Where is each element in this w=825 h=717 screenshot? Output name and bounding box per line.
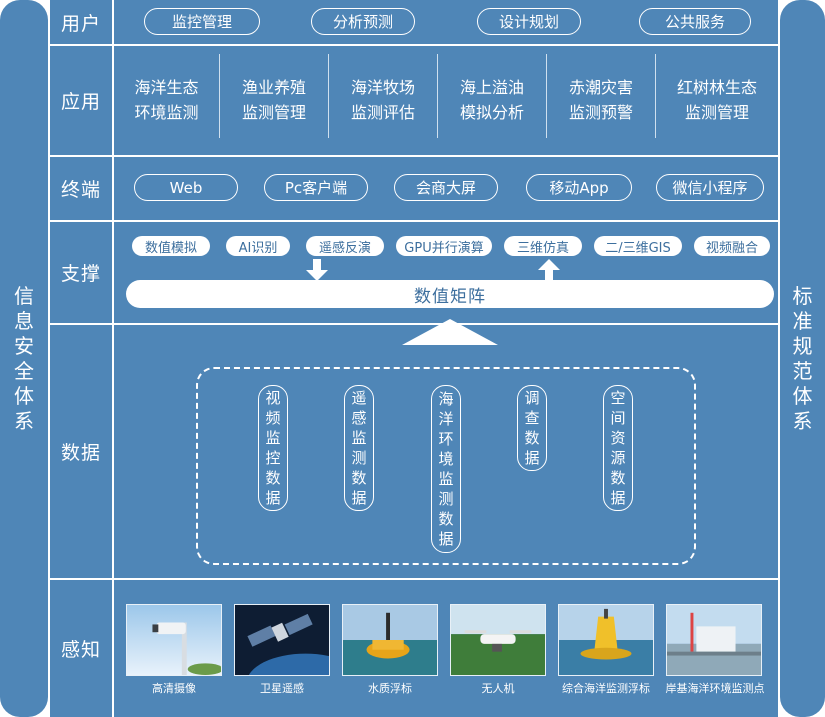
user-pill-public[interactable]: 公共服务 xyxy=(639,8,751,35)
row-perception: 高清摄像 卫星遥感 水质浮标 无人机 综合海洋监测浮标 xyxy=(114,580,778,717)
terminal-wechat-mini[interactable]: 微信小程序 xyxy=(656,174,764,201)
support-chip-gpu[interactable]: GPU并行演算 xyxy=(396,236,492,256)
app-mangrove[interactable]: 红树林生态监测管理 xyxy=(676,78,757,122)
user-pill-analysis[interactable]: 分析预测 xyxy=(311,8,415,35)
data-survey[interactable]: 调查数据 xyxy=(517,385,547,471)
row-label-data: 数据 xyxy=(50,325,112,578)
drone-image xyxy=(450,604,546,676)
integrated-buoy-image xyxy=(558,604,654,676)
row-user: 监控管理 分析预测 设计规划 公共服务 xyxy=(114,0,778,44)
right-side-panel: 标准规范体系 xyxy=(780,0,825,717)
row-label-perception: 感知 xyxy=(50,580,112,717)
water-buoy-image xyxy=(342,604,438,676)
support-chip-remote-inversion[interactable]: 遥感反演 xyxy=(306,236,384,256)
user-pill-design[interactable]: 设计规划 xyxy=(477,8,581,35)
row-data: 视频监控数据 遥感监测数据 海洋环境监测数据 调查数据 空间资源数据 xyxy=(114,319,778,578)
caption-drone: 无人机 xyxy=(481,682,515,695)
row-label-support: 支撑 xyxy=(50,222,112,323)
app-red-tide[interactable]: 赤潮灾害监测预警 xyxy=(568,78,633,122)
data-remote-sensing[interactable]: 遥感监测数据 xyxy=(344,385,374,511)
app-fishery[interactable]: 渔业养殖监测管理 xyxy=(241,78,306,122)
user-pill-monitor[interactable]: 监控管理 xyxy=(144,8,260,35)
terminal-consult-screen[interactable]: 会商大屏 xyxy=(394,174,498,201)
data-video-monitor[interactable]: 视频监控数据 xyxy=(258,385,288,511)
row-label-application: 应用 xyxy=(50,46,112,155)
data-spatial-resource[interactable]: 空间资源数据 xyxy=(603,385,633,511)
support-chip-ai[interactable]: AI识别 xyxy=(226,236,290,256)
standards-label: 标准规范体系 xyxy=(792,283,813,433)
support-chip-video-fusion[interactable]: 视频融合 xyxy=(694,236,770,256)
caption-hd-camera: 高清摄像 xyxy=(152,682,196,695)
terminal-pc-client[interactable]: Pc客户端 xyxy=(264,174,368,201)
terminal-web[interactable]: Web xyxy=(134,174,238,201)
arrow-up-icon xyxy=(538,259,560,281)
support-chip-3d-sim[interactable]: 三维仿真 xyxy=(504,236,582,256)
row-terminal: Web Pc客户端 会商大屏 移动App 微信小程序 xyxy=(114,157,778,220)
support-chip-numeric-sim[interactable]: 数值模拟 xyxy=(132,236,210,256)
app-oil-spill[interactable]: 海上溢油模拟分析 xyxy=(459,78,524,122)
caption-satellite: 卫星遥感 xyxy=(260,682,304,695)
data-dashed-frame xyxy=(196,367,696,565)
left-side-panel: 信息安全体系 xyxy=(0,0,48,717)
row-application: 海洋生态环境监测 渔业养殖监测管理 海洋牧场监测评估 海上溢油模拟分析 赤潮灾害… xyxy=(114,46,778,155)
terminal-mobile-app[interactable]: 移动App xyxy=(526,174,632,201)
row-label-terminal: 终端 xyxy=(50,157,112,220)
row-support: 数值模拟 AI识别 遥感反演 GPU并行演算 三维仿真 二/三维GIS 视频融合… xyxy=(114,222,778,323)
app-marine-ecology[interactable]: 海洋生态环境监测 xyxy=(134,78,199,122)
hd-camera-image xyxy=(126,604,222,676)
app-marine-ranch[interactable]: 海洋牧场监测评估 xyxy=(350,78,415,122)
data-marine-env[interactable]: 海洋环境监测数据 xyxy=(431,385,461,553)
caption-integrated-buoy: 综合海洋监测浮标 xyxy=(562,682,650,695)
info-security-label: 信息安全体系 xyxy=(14,283,34,433)
row-label-user: 用户 xyxy=(50,0,112,44)
arrow-down-icon xyxy=(306,259,328,281)
up-triangle-icon xyxy=(402,319,498,345)
caption-water-buoy: 水质浮标 xyxy=(368,682,412,695)
shore-station-image xyxy=(666,604,762,676)
numeric-matrix-bar[interactable]: 数值矩阵 xyxy=(126,280,774,308)
support-chip-gis[interactable]: 二/三维GIS xyxy=(594,236,682,256)
satellite-image xyxy=(234,604,330,676)
caption-shore-station: 岸基海洋环境监测点 xyxy=(665,682,765,695)
